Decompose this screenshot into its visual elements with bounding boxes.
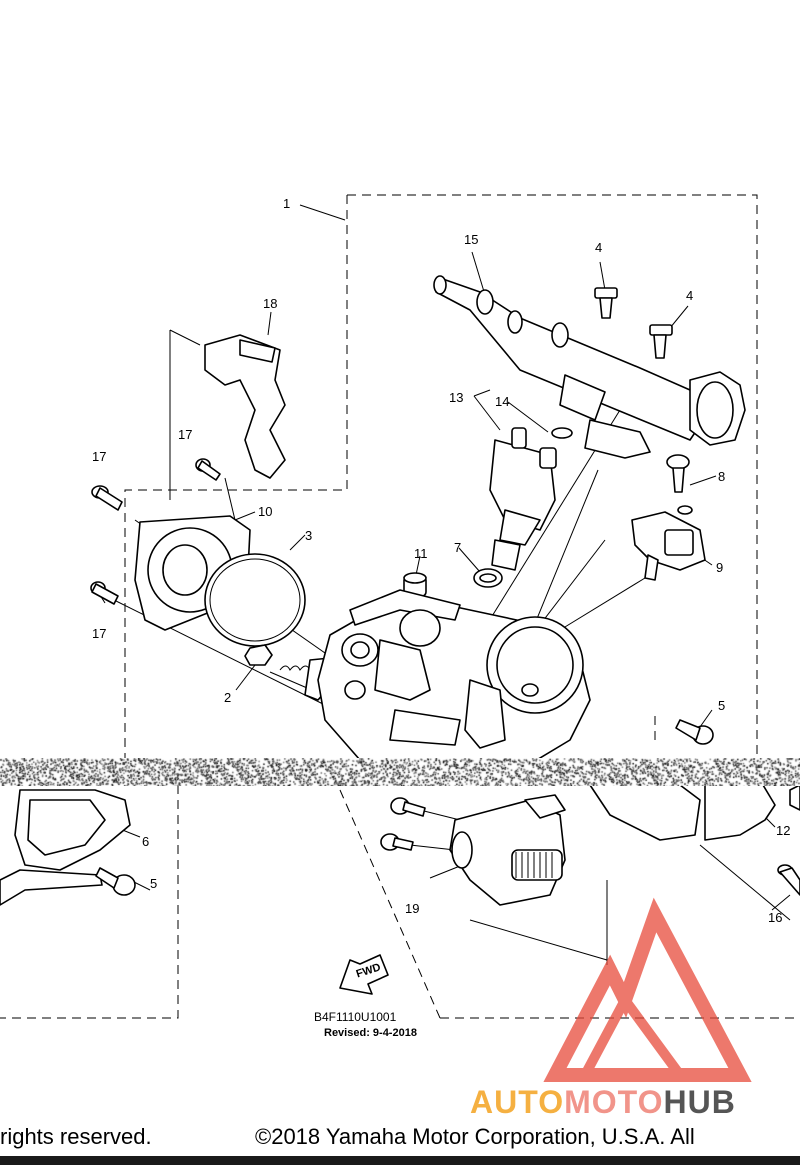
watermark-moto: MOTO <box>564 1084 664 1120</box>
scan-artifact <box>0 758 800 786</box>
callout-1: 1 <box>283 196 290 211</box>
screw-17c[interactable] <box>90 581 119 605</box>
seal-7[interactable] <box>473 568 503 588</box>
callout-18: 18 <box>263 296 277 311</box>
screw-19b[interactable] <box>380 833 414 851</box>
callout-19: 19 <box>405 901 419 916</box>
bolt-4b[interactable] <box>649 324 673 359</box>
screw-17a[interactable] <box>91 485 123 511</box>
pin-16[interactable] <box>777 864 800 896</box>
elbow-12[interactable] <box>589 769 800 841</box>
watermark-logo-triangle <box>543 897 752 1082</box>
callout-17c: 17 <box>92 626 106 641</box>
sensor-9[interactable] <box>631 511 706 581</box>
actuator-19[interactable] <box>449 794 566 906</box>
screw-19a[interactable] <box>390 797 426 817</box>
callout-5a: 5 <box>718 698 725 713</box>
screw-8[interactable] <box>666 454 693 515</box>
bolt-5b[interactable] <box>95 867 136 896</box>
callout-11: 11 <box>414 546 428 561</box>
fuel-rail[interactable] <box>433 275 746 459</box>
callout-8: 8 <box>718 469 725 484</box>
o-ring-3[interactable] <box>204 553 306 647</box>
callout-2: 2 <box>224 690 231 705</box>
footer-copyright: ©2018 Yamaha Motor Corporation, U.S.A. A… <box>255 1124 695 1149</box>
callout-14: 14 <box>495 394 509 409</box>
revised-date: Revised: 9-4-2018 <box>324 1027 417 1039</box>
fuel-injector[interactable] <box>489 427 573 571</box>
catalog-code: B4F1110U1001 <box>314 1010 397 1024</box>
callout-4a: 4 <box>595 240 602 255</box>
callout-6: 6 <box>142 834 149 849</box>
callout-16: 16 <box>768 910 782 925</box>
clip-18[interactable] <box>204 334 286 479</box>
cap-11[interactable] <box>403 572 427 597</box>
callout-labels: 1 2 3 4 4 5 5 6 7 8 9 10 11 12 13 14 15 … <box>92 196 790 1039</box>
bracket-6[interactable] <box>0 789 131 906</box>
screw-17b[interactable] <box>195 458 221 481</box>
callout-10: 10 <box>258 504 272 519</box>
bottom-bar <box>0 1156 800 1165</box>
callout-17a: 17 <box>92 449 106 464</box>
footer: rights reserved. ©2018 Yamaha Motor Corp… <box>0 1124 800 1154</box>
callout-17b: 17 <box>178 427 192 442</box>
watermark-auto: AUTO <box>470 1084 565 1120</box>
bolt-4a[interactable] <box>594 287 618 319</box>
callout-3: 3 <box>305 528 312 543</box>
watermark-brand: AUTOMOTOHUB <box>470 1084 736 1121</box>
forward-arrow <box>339 954 389 995</box>
footer-left-text: rights reserved. <box>0 1124 152 1149</box>
callout-7: 7 <box>454 540 461 555</box>
callout-13: 13 <box>449 390 463 405</box>
assembly-boundary-top <box>124 194 758 760</box>
callout-12: 12 <box>776 823 790 838</box>
callout-15: 15 <box>464 232 478 247</box>
throttle-body[interactable] <box>317 589 591 771</box>
callout-4b: 4 <box>686 288 693 303</box>
watermark-hub: HUB <box>663 1084 736 1120</box>
callout-9: 9 <box>716 560 723 575</box>
bolt-5a[interactable] <box>675 719 714 745</box>
callout-5b: 5 <box>150 876 157 891</box>
